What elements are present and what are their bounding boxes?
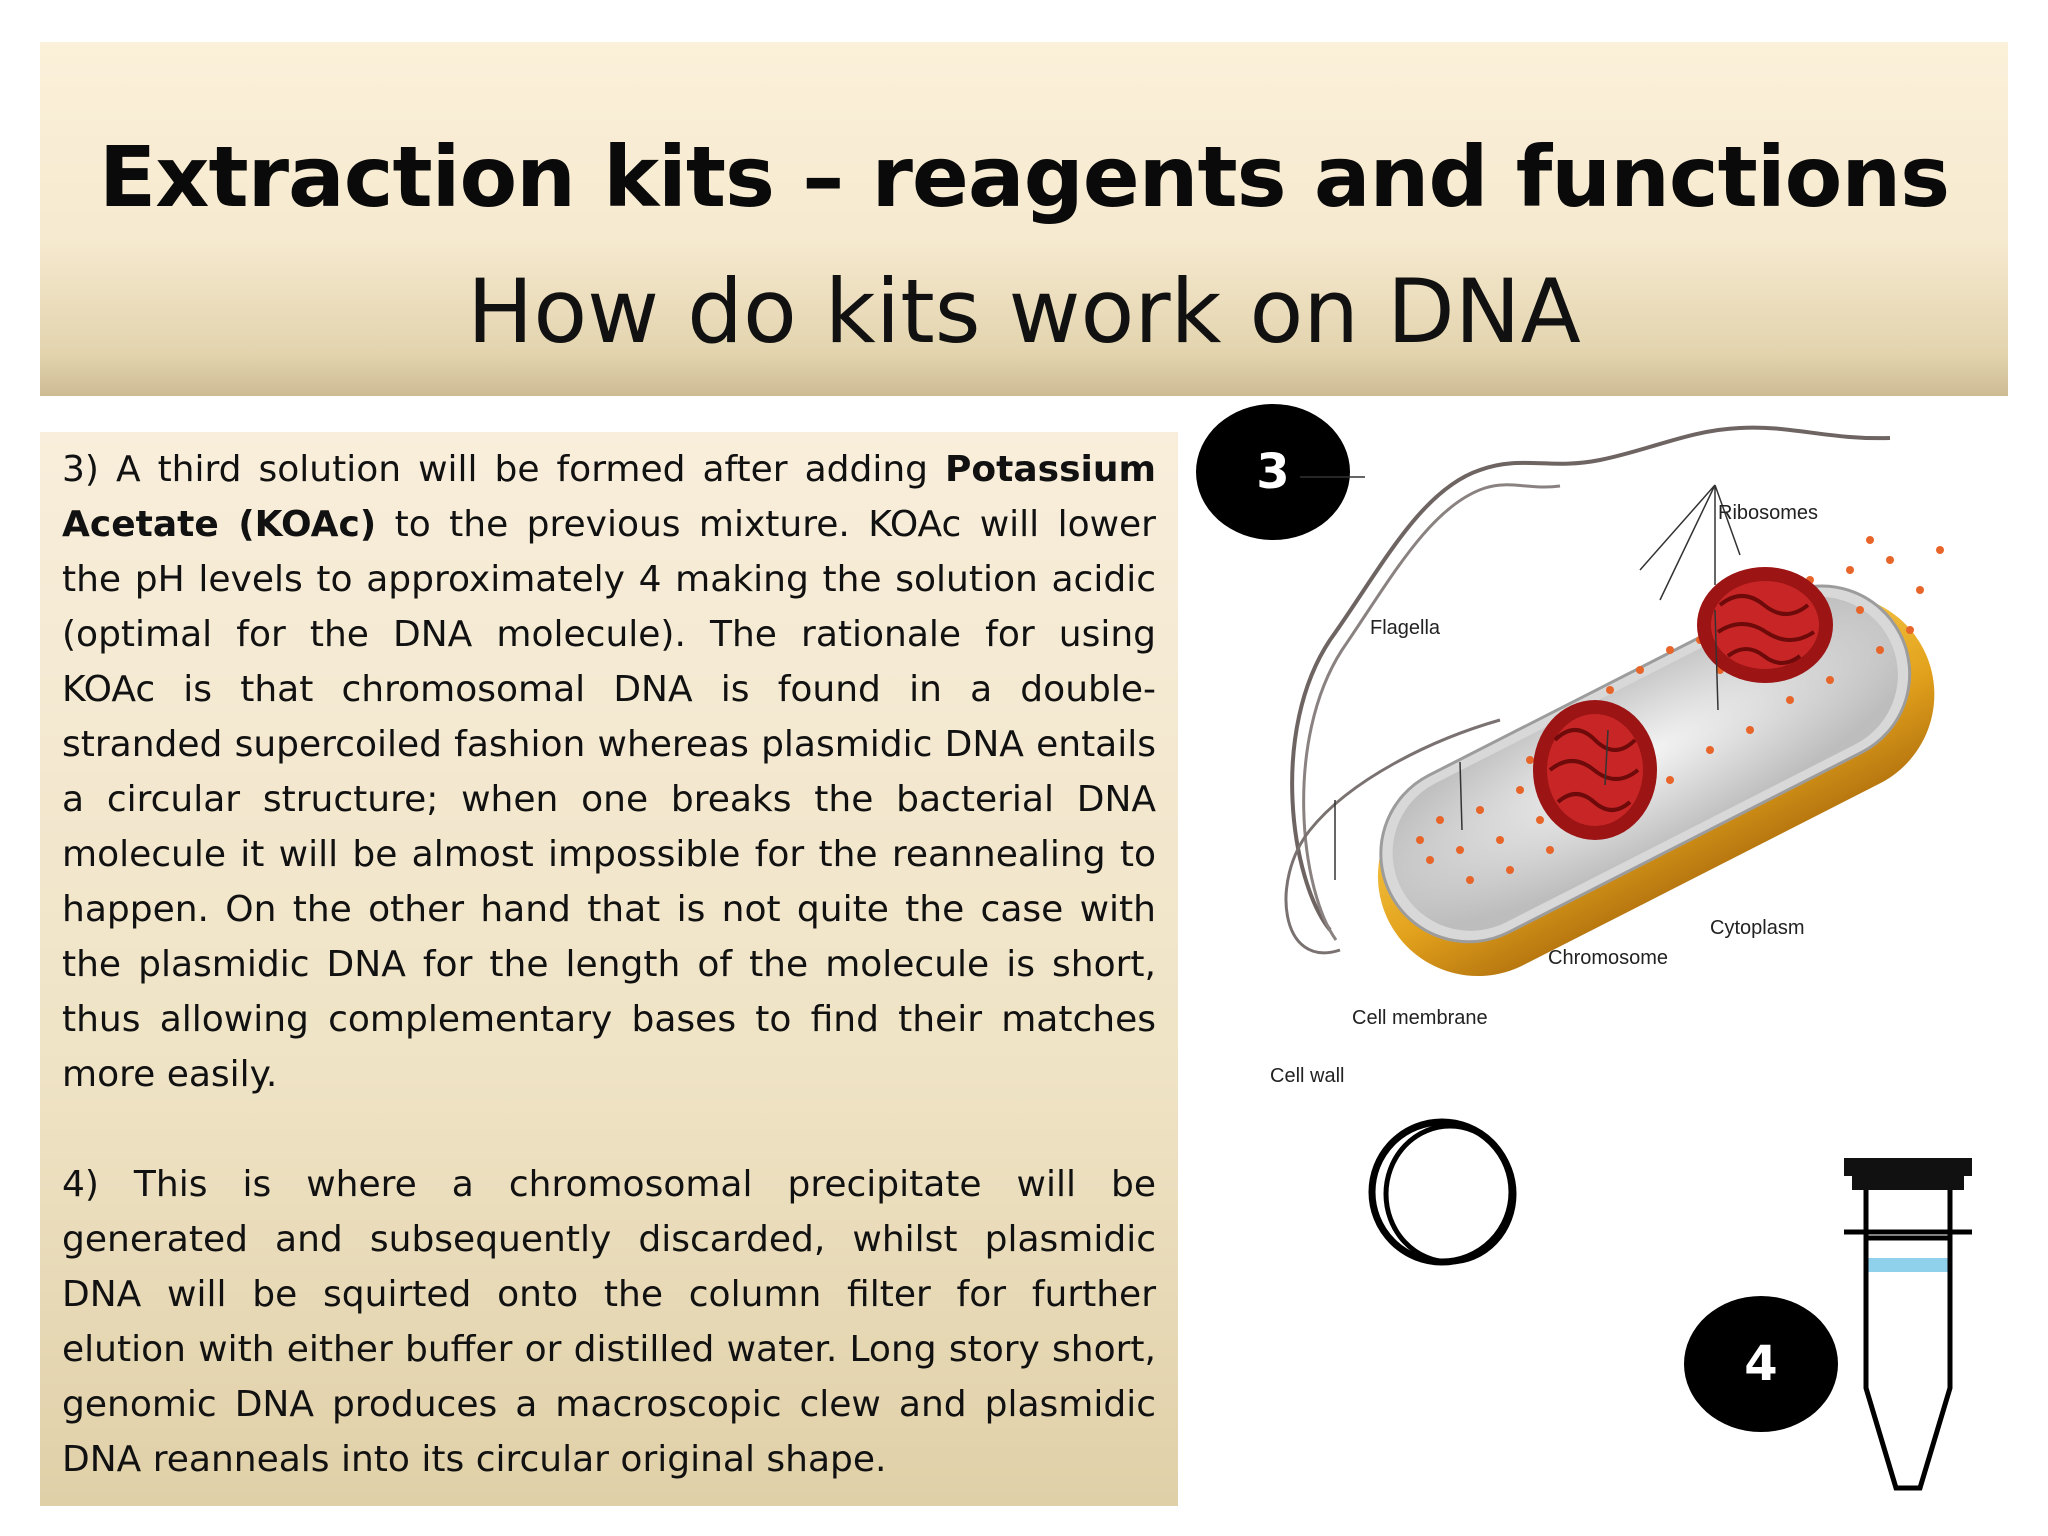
step-3-reagent: Potassium Acetate (KOAc) — [62, 449, 1156, 545]
title-banner: Extraction kits – reagents and functions… — [40, 42, 2008, 396]
label-cell-membrane: Cell membrane — [1352, 1007, 1488, 1029]
label-ribosomes: Ribosomes — [1718, 502, 1818, 524]
step-3-text-start: 3) A third solution will be formed after… — [62, 449, 946, 490]
step-3-text-rest: to the previous mixture. KOAc will lower… — [62, 504, 1156, 1095]
spin-column-tube-icon — [1844, 1158, 1972, 1491]
label-cell-wall: Cell wall — [1270, 1065, 1344, 1087]
step-3-badge: 3 — [1196, 404, 1350, 540]
step-3-paragraph: 3) A third solution will be formed after… — [62, 442, 1156, 1102]
label-chromosome: Chromosome — [1548, 947, 1668, 969]
slide-subtitle: How do kits work on DNA — [467, 260, 1581, 363]
label-flagella: Flagella — [1370, 617, 1441, 639]
chromosome-clump — [1697, 567, 1833, 683]
step-4-paragraph: 4) This is where a chromosomal precipita… — [62, 1164, 1156, 1480]
explanation-panel: 3) A third solution will be formed after… — [40, 432, 1178, 1506]
circular-plasmid-icon — [1368, 1118, 1517, 1266]
chromosome-clump — [1533, 700, 1657, 840]
step-4-badge: 4 — [1684, 1296, 1838, 1432]
slide-title: Extraction kits – reagents and functions — [98, 128, 1950, 226]
bacterial-cell-diagram: Ribosomes Flagella Cytoplasm Chromosome … — [1270, 425, 1944, 1087]
flagellum-strand — [1302, 483, 1561, 941]
label-cytoplasm: Cytoplasm — [1710, 917, 1804, 939]
flagellum-strand — [1284, 718, 1501, 955]
flagellum-strand — [1290, 425, 1891, 932]
